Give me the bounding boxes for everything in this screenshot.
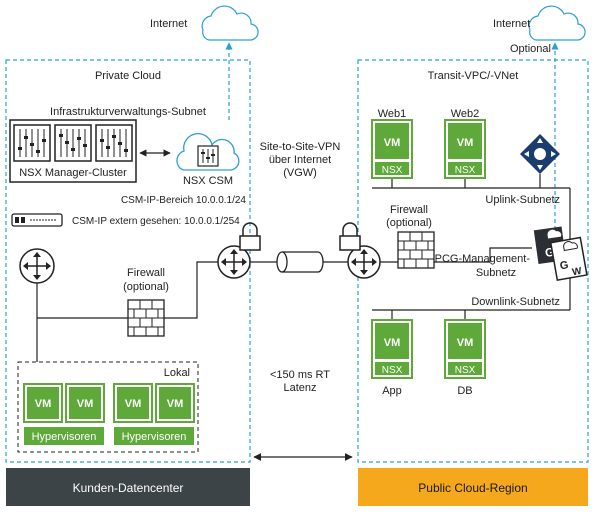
left-firewall-icon: [127, 299, 165, 337]
left-footer-label: Kunden-Datencenter: [73, 481, 184, 495]
pcg-mgmt-link: [380, 247, 532, 263]
hypervisor-bar: [24, 427, 104, 445]
latency-label-line1: <150 ms RT: [270, 369, 330, 381]
gateway1-letter: G: [544, 245, 555, 260]
internal-link: [37, 261, 218, 319]
hypervisor-label: Hypervisoren: [32, 431, 97, 443]
onprem-label: Lokal: [164, 367, 190, 379]
transit-vpc-boundary: [357, 59, 589, 463]
csm-ip-range-label: CSM-IP-Bereich 10.0.0.1/24: [121, 195, 246, 206]
cloud-vm-label: VM: [457, 137, 474, 149]
vpn-tunnel-icon: [250, 251, 348, 273]
app-label: App: [382, 385, 402, 397]
optional-label: Optional: [510, 43, 551, 55]
manager-cluster-label: NSX Manager-Cluster: [19, 167, 127, 179]
server-appliance-icon: [11, 213, 63, 227]
downlink-subnet-label: Downlink-Subnetz: [471, 296, 560, 308]
pcg-subnet-label-line1: PCG-Management-: [435, 253, 531, 265]
left-router-icon: [19, 248, 55, 284]
web1-label: Web1: [378, 108, 407, 120]
web2-label: Web2: [451, 108, 480, 120]
left-lock-icon: [239, 222, 261, 251]
slider-lines: [18, 129, 128, 157]
right-firewall-label: Firewall: [390, 204, 428, 216]
onprem-vm-group: VM VM Hypervisoren VM VM Hypervisoren: [23, 383, 195, 445]
nsx-csm-label: NSX CSM: [183, 175, 233, 187]
cloud-vm-label: VM: [457, 337, 474, 349]
hypervisor-label: Hypervisoren: [122, 431, 187, 443]
left-vpn-router-icon: [217, 245, 251, 279]
cloud-vm-label: VM: [384, 137, 401, 149]
left-footer-bar: [6, 468, 250, 506]
left-internet-label: Internet: [150, 18, 187, 30]
private-cloud-label: Private Cloud: [95, 70, 161, 82]
infra-subnet-label: Infrastrukturverwaltungs-Subnet: [50, 106, 206, 118]
onprem-vm-label: VM: [35, 398, 52, 410]
latency-label-line2: Latenz: [283, 382, 316, 394]
onprem-vm-label: VM: [125, 398, 142, 410]
pcg-subnet-label-line2: Subnetz: [476, 267, 516, 279]
cloud-vm-label: VM: [384, 337, 401, 349]
nsx-label: NSX: [455, 165, 476, 176]
cloud-vm-group: VM NSX VM NSX VM NSX VM NSX: [371, 119, 486, 379]
hypervisor-bar: [114, 427, 194, 445]
nsx-label: NSX: [382, 365, 403, 376]
transit-vpc-label: Transit-VPC/-VNet: [428, 70, 519, 82]
vpn-label-line3: (VGW): [283, 167, 317, 179]
right-vpn-router-icon: [347, 245, 381, 279]
pcg-gateway-icons: G G W: [533, 226, 588, 282]
right-footer-label: Public Cloud-Region: [418, 481, 527, 495]
csm-ip-external-label: CSM-IP extern gesehen: 10.0.0.1/254: [72, 216, 240, 227]
right-internet-cloud-icon: [528, 5, 586, 41]
nsx-label: NSX: [382, 165, 403, 176]
gateway2-w-letter: W: [571, 266, 583, 279]
nsx-label: NSX: [455, 365, 476, 376]
manager-appliance-icons: [13, 124, 133, 162]
left-firewall-optional: (optional): [123, 281, 169, 293]
uplink-subnet-label: Uplink-Subnetz: [485, 194, 560, 206]
right-lock-icon: [339, 222, 361, 251]
right-internet-label: Internet: [493, 18, 530, 30]
right-firewall-optional: (optional): [386, 217, 432, 229]
gateway2-letter: G: [559, 259, 570, 272]
vpn-label-line1: Site-to-Site-VPN: [260, 141, 341, 153]
right-footer-bar: [358, 468, 588, 506]
vpn-label-line2: über Internet: [269, 154, 331, 166]
left-internet-cloud-icon: [201, 5, 259, 41]
db-label: DB: [457, 385, 472, 397]
nsx-csm-cloud-icon: [176, 133, 240, 171]
transit-router-icon: [520, 134, 560, 174]
left-firewall-label: Firewall: [127, 267, 165, 279]
right-firewall-icon: [397, 231, 435, 269]
onprem-vm-label: VM: [77, 398, 94, 410]
onprem-vm-label: VM: [167, 398, 184, 410]
